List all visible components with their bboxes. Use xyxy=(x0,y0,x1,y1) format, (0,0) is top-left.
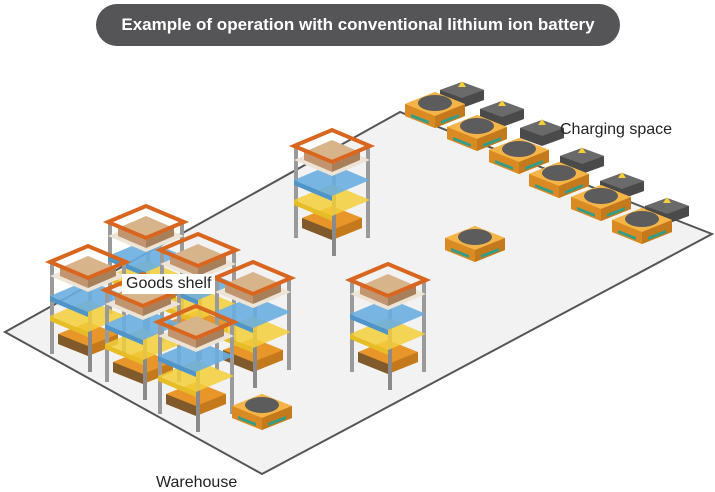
charging-space-label: Charging space xyxy=(560,121,673,138)
goods-shelf-label: Goods shelf xyxy=(122,274,216,294)
diagram-title: Example of operation with conventional l… xyxy=(96,4,620,46)
warehouse-label: Warehouse xyxy=(156,474,238,491)
